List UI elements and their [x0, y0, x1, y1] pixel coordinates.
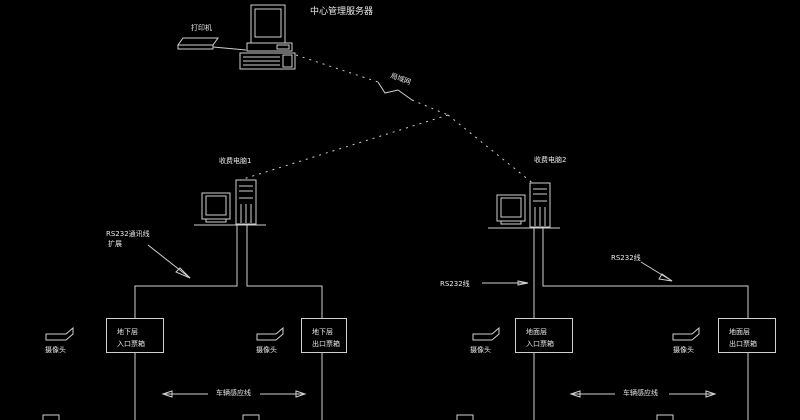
- station2-cable-label-right: RS232线: [611, 254, 641, 262]
- lan-connection: [239, 54, 536, 186]
- lan-lightning-icon: [377, 81, 413, 101]
- station2-cable-arrow-right: [640, 261, 673, 282]
- server-computer-icon: [239, 4, 296, 70]
- toll-pc-2-icon: [488, 182, 560, 229]
- station2-wire-right: [542, 228, 749, 318]
- server-label: 中心管理服务器: [310, 7, 374, 17]
- toll-pc-1-icon: [194, 179, 266, 226]
- station1-cable-arrow: [147, 244, 191, 279]
- toll-pc-1-label: 收费电脑1: [219, 157, 252, 165]
- station2-loop-arrows: [569, 390, 717, 398]
- station1-loop-label: 车辆感应线: [216, 389, 251, 397]
- printer-label: 打印机: [191, 24, 212, 32]
- station2-cable-arrow-left: [482, 280, 529, 286]
- gate-box-b1-exit: 地下层 出口票箱: [301, 318, 347, 353]
- camera-icon: [256, 326, 284, 341]
- station2-loop-label: 车辆感应线: [623, 389, 658, 397]
- toll-pc-2-label: 收费电脑2: [534, 156, 567, 164]
- camera-label: 摄像头: [470, 346, 491, 354]
- camera-label: 摄像头: [256, 346, 277, 354]
- station2-cable-label-left: RS232线: [440, 280, 470, 288]
- gate-box-b1-entrance: 地下层 入口票箱: [106, 318, 164, 353]
- station1-wire-left: [134, 225, 238, 318]
- station1-loop-arrows: [161, 390, 307, 398]
- camera-label: 摄像头: [45, 346, 66, 354]
- camera-icon: [672, 326, 700, 341]
- gate-box-ground-entrance: 地面层 入口票箱: [515, 318, 573, 353]
- printer-icon: [177, 37, 247, 51]
- camera-icon: [45, 326, 74, 341]
- camera-icon: [472, 326, 500, 341]
- camera-label: 摄像头: [673, 346, 694, 354]
- station1-wire-right: [246, 225, 323, 318]
- station1-cable-label-2: 扩展: [108, 240, 122, 248]
- gate-box-ground-exit: 地面层 出口票箱: [718, 318, 776, 353]
- station1-cable-label: RS232通讯线: [106, 230, 150, 238]
